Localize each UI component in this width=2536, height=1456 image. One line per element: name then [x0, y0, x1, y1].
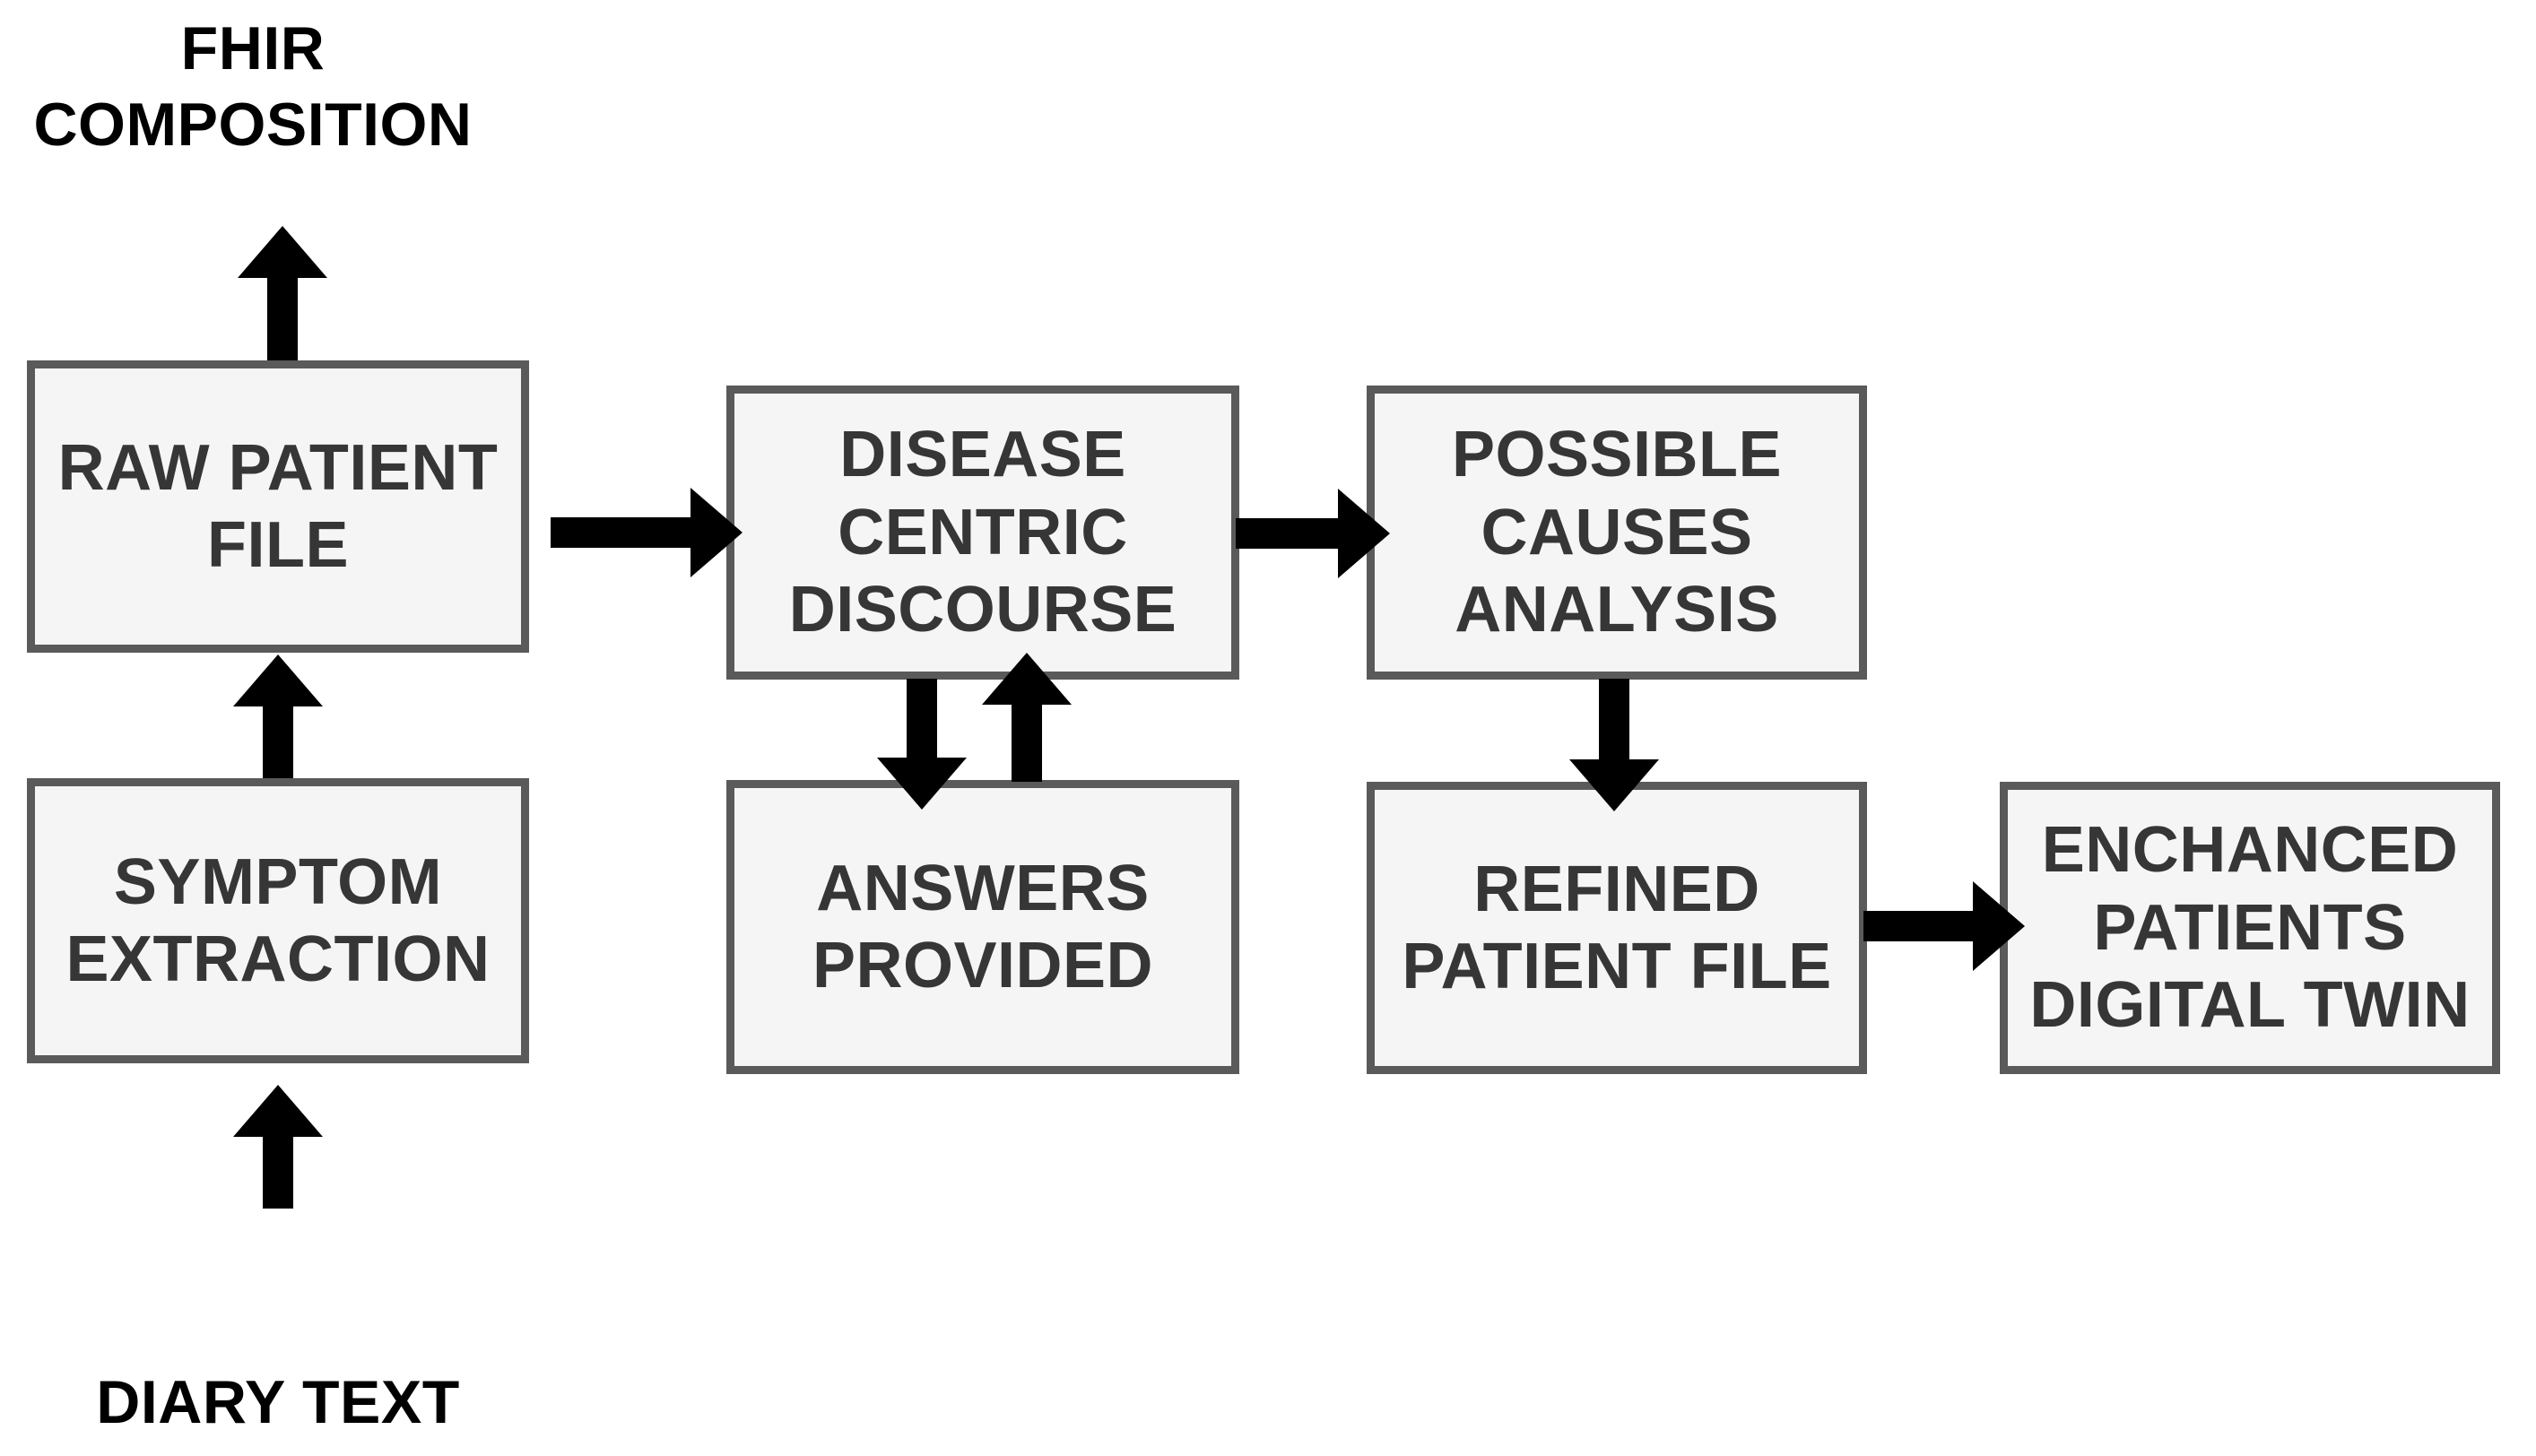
box-disease-centric-discourse-line2: CENTRIC — [838, 496, 1128, 568]
fhir-composition-line2: COMPOSITION — [33, 91, 473, 159]
arrow-up-raw-to-fhir-icon — [238, 226, 327, 360]
arrow-shaft — [1599, 679, 1629, 761]
diary-text-label: DIARY TEXT — [27, 1365, 529, 1441]
arrow-up-symptom-to-raw-icon — [233, 654, 323, 778]
box-enchanced-patients-digital-twin: ENCHANCED PATIENTS DIGITAL TWIN — [2000, 782, 2500, 1074]
box-enchanced-patients-digital-twin-line3: DIGITAL TWIN — [2029, 969, 2471, 1042]
arrow-shaft — [263, 1135, 293, 1209]
arrow-shaft — [551, 517, 692, 548]
box-raw-patient-file-line1: RAW PATIENT — [57, 431, 499, 504]
box-possible-causes-analysis-line3: ANALYSIS — [1455, 574, 1779, 646]
box-disease-centric-discourse-line3: DISCOURSE — [788, 574, 1177, 646]
box-possible-causes-analysis: POSSIBLE CAUSES ANALYSIS — [1367, 386, 1867, 680]
box-raw-patient-file: RAW PATIENT FILE — [27, 360, 529, 653]
arrow-head-icon — [1338, 489, 1390, 578]
arrow-up-diary-to-symptom-icon — [233, 1085, 323, 1209]
box-refined-patient-file: REFINED PATIENT FILE — [1367, 782, 1867, 1074]
arrow-up-answers-to-disease-icon — [982, 653, 1072, 782]
box-refined-patient-file-line2: PATIENT FILE — [1402, 931, 1832, 1002]
box-refined-patient-file-line1: REFINED — [1473, 853, 1760, 925]
box-enchanced-patients-digital-twin-line1: ENCHANCED — [2041, 814, 2459, 887]
box-answers-provided: ANSWERS PROVIDED — [726, 780, 1239, 1074]
arrow-down-disease-to-answers-icon — [877, 679, 967, 810]
box-disease-centric-discourse-line1: DISEASE — [839, 419, 1126, 491]
arrow-shaft — [1012, 703, 1042, 782]
arrow-shaft — [1236, 518, 1340, 549]
arrow-head-icon — [1973, 881, 2025, 971]
arrow-head-icon — [233, 654, 323, 706]
arrow-head-icon — [982, 653, 1072, 705]
box-symptom-extraction-line1: SYMPTOM — [113, 845, 443, 918]
fhir-composition-line1: FHIR — [180, 14, 326, 82]
box-possible-causes-analysis-line1: POSSIBLE — [1451, 419, 1783, 491]
arrow-right-disease-to-possible-icon — [1236, 489, 1390, 578]
arrow-head-icon — [233, 1085, 323, 1137]
arrow-right-raw-to-disease-icon — [551, 488, 743, 577]
box-symptom-extraction-line2: EXTRACTION — [65, 923, 491, 995]
arrow-head-icon — [238, 226, 327, 278]
fhir-composition-label: FHIR COMPOSITION — [2, 11, 504, 163]
diary-text-line: DIARY TEXT — [96, 1368, 460, 1436]
box-enchanced-patients-digital-twin-line2: PATIENTS — [2093, 891, 2407, 964]
arrow-head-icon — [690, 488, 743, 577]
box-symptom-extraction: SYMPTOM EXTRACTION — [27, 778, 529, 1063]
box-raw-patient-file-line2: FILE — [207, 509, 349, 581]
arrow-head-icon — [877, 758, 967, 810]
arrow-shaft — [907, 679, 937, 759]
box-answers-provided-line1: ANSWERS — [816, 852, 1150, 924]
box-possible-causes-analysis-line2: CAUSES — [1481, 496, 1753, 568]
box-answers-provided-line2: PROVIDED — [812, 930, 1154, 1001]
arrow-shaft — [1863, 911, 1975, 941]
arrow-right-refined-to-twin-icon — [1863, 881, 2025, 971]
arrow-shaft — [263, 705, 293, 778]
arrow-head-icon — [1569, 759, 1659, 811]
arrow-shaft — [267, 276, 298, 360]
box-disease-centric-discourse: DISEASE CENTRIC DISCOURSE — [726, 386, 1239, 680]
arrow-down-possible-to-refined-icon — [1569, 679, 1659, 811]
